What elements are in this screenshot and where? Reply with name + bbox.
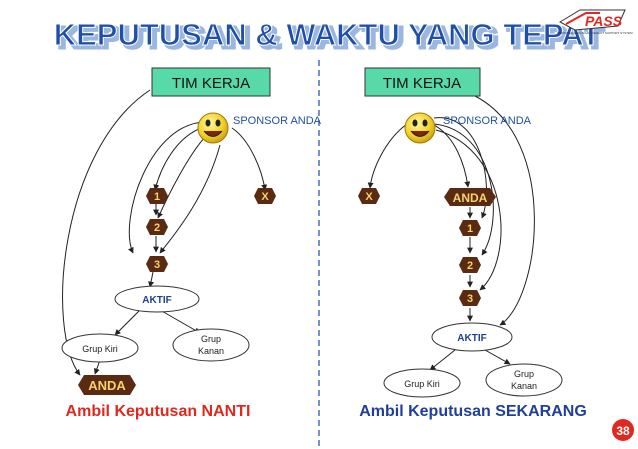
left-anda-node: ANDA — [78, 375, 136, 395]
svg-text:Grup: Grup — [514, 369, 534, 379]
left-edges — [62, 89, 268, 376]
pass-logo-tagline: PERSONALIZED ADVANCEMENT SUPPORT SYSTEM — [558, 31, 633, 35]
svg-text:Kanan: Kanan — [198, 346, 224, 356]
left-node-1: 1 — [146, 188, 168, 204]
left-team-label: TIM KERJA — [172, 75, 250, 92]
pass-logo-text: PASS — [585, 13, 623, 29]
svg-text:3: 3 — [154, 259, 160, 271]
right-panel: TIM KERJA SPONSOR ANDA X ANDA 1 2 3 — [358, 67, 587, 420]
svg-text:ANDA: ANDA — [453, 191, 488, 205]
right-node-3: 3 — [459, 290, 481, 306]
svg-text:AKTIF: AKTIF — [142, 295, 171, 306]
left-node-x: X — [254, 188, 276, 204]
left-team-box — [151, 67, 271, 97]
left-node-3: 3 — [146, 256, 168, 272]
svg-text:AKTIF: AKTIF — [457, 333, 486, 344]
right-team-label: TIM KERJA — [383, 75, 461, 92]
svg-text:1: 1 — [467, 223, 473, 235]
right-anda-node: ANDA — [444, 188, 496, 206]
right-sponsor-label: SPONSOR ANDA — [443, 115, 532, 127]
right-sponsor-smiley-icon — [404, 112, 436, 144]
left-node-2: 2 — [146, 219, 168, 235]
right-node-2: 2 — [459, 257, 481, 273]
page-number-badge: 38 — [612, 419, 634, 441]
right-node-1: 1 — [459, 220, 481, 236]
svg-text:Grup Kiri: Grup Kiri — [82, 344, 118, 354]
left-sponsor-label: SPONSOR ANDA — [233, 115, 322, 127]
svg-text:Grup Kiri: Grup Kiri — [404, 379, 440, 389]
svg-text:2: 2 — [467, 260, 473, 272]
svg-text:Kanan: Kanan — [511, 381, 537, 391]
pass-logo: PASS PERSONALIZED ADVANCEMENT SUPPORT SY… — [558, 9, 633, 35]
svg-text:2: 2 — [154, 222, 160, 234]
left-caption: Ambil Keputusan NANTI — [66, 403, 251, 420]
page-number: 38 — [616, 424, 630, 438]
right-caption: Ambil Keputusan SEKARANG — [359, 403, 587, 420]
svg-text:X: X — [261, 191, 269, 203]
left-sponsor-smiley-icon — [197, 112, 229, 144]
svg-text:ANDA: ANDA — [88, 378, 126, 393]
right-grup-kiri-node: Grup Kiri — [383, 368, 461, 398]
right-team-box — [364, 67, 481, 97]
left-aktif-node: AKTIF — [114, 285, 200, 313]
svg-text:Grup: Grup — [201, 334, 221, 344]
left-panel: TIM KERJA SPONSOR ANDA 1 2 3 X AK — [61, 67, 322, 420]
right-grup-kanan-node: Grup Kanan — [485, 363, 563, 397]
slide-title-text: KEPUTUSAN & WAKTU YANG TEPAT — [54, 17, 601, 52]
left-grup-kiri-node: Grup Kiri — [61, 333, 139, 363]
svg-text:3: 3 — [467, 293, 473, 305]
right-edges — [367, 95, 535, 371]
slide-title: KEPUTUSAN & WAKTU YANG TEPAT KEPUTUSAN &… — [53, 17, 606, 57]
svg-text:X: X — [365, 191, 373, 203]
left-grup-kanan-node: Grup Kanan — [172, 328, 250, 362]
right-node-x: X — [358, 188, 380, 204]
svg-text:1: 1 — [154, 191, 160, 203]
slide-title-shadow: KEPUTUSAN & WAKTU YANG TEPAT — [58, 20, 605, 55]
right-aktif-node: AKTIF — [431, 322, 513, 352]
